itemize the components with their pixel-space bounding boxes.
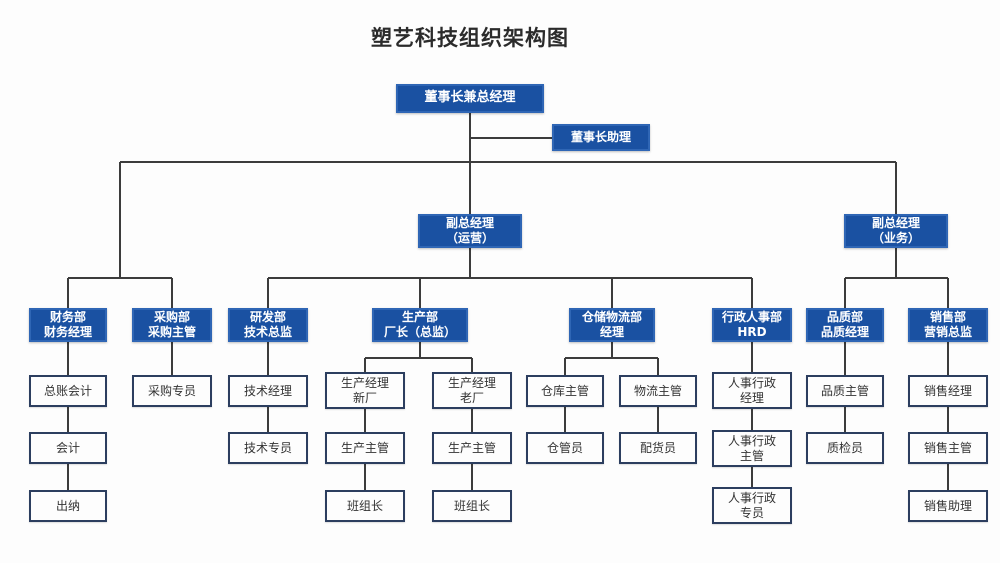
node-chairman-assistant: 董事长助理 [552,124,650,151]
node-dept-rd: 研发部 技术总监 [228,308,308,342]
node-gl-accountant: 总账会计 [29,375,107,407]
node-sales-manager: 销售经理 [908,375,988,407]
node-hr-admin-manager: 人事行政 经理 [712,372,792,409]
node-dept-warehouse: 仓储物流部 经理 [569,308,655,342]
node-quality-supervisor: 品质主管 [806,375,884,407]
node-sales-supervisor: 销售主管 [908,432,988,464]
node-quality-inspector: 质检员 [806,432,884,464]
node-prod-mgr-new: 生产经理 新厂 [325,372,405,409]
node-prod-sup-old: 生产主管 [432,432,512,464]
node-dept-sales: 销售部 营销总监 [908,308,988,342]
node-tech-specialist: 技术专员 [228,432,308,464]
node-prod-sup-new: 生产主管 [325,432,405,464]
node-prod-mgr-old: 生产经理 老厂 [432,372,512,409]
node-vp-business: 副总经理 （业务） [844,214,948,248]
node-hr-admin-supervisor: 人事行政 主管 [712,430,792,467]
node-dept-production: 生产部 厂长（总监） [372,308,468,342]
node-dept-purchasing: 采购部 采购主管 [132,308,212,342]
node-purchasing-specialist: 采购专员 [132,375,212,407]
node-hr-admin-specialist: 人事行政 专员 [712,487,792,524]
page-title: 塑艺科技组织架构图 [371,26,569,50]
node-chairman-gm: 董事长兼总经理 [396,84,544,113]
node-tech-manager: 技术经理 [228,375,308,407]
node-dept-quality: 品质部 品质经理 [806,308,884,342]
node-dept-hr: 行政人事部 HRD [712,308,792,342]
node-accountant: 会计 [29,432,107,464]
node-warehouse-keeper: 仓管员 [526,432,604,464]
node-warehouse-supervisor: 仓库主管 [526,375,604,407]
node-team-leader-new: 班组长 [325,490,405,522]
node-team-leader-old: 班组长 [432,490,512,522]
node-distribution-clerk: 配货员 [619,432,697,464]
node-vp-operations: 副总经理 （运营） [418,214,522,248]
node-sales-assistant: 销售助理 [908,490,988,522]
node-dept-finance: 财务部 财务经理 [29,308,107,342]
node-logistics-supervisor: 物流主管 [619,375,697,407]
node-cashier: 出纳 [29,490,107,522]
